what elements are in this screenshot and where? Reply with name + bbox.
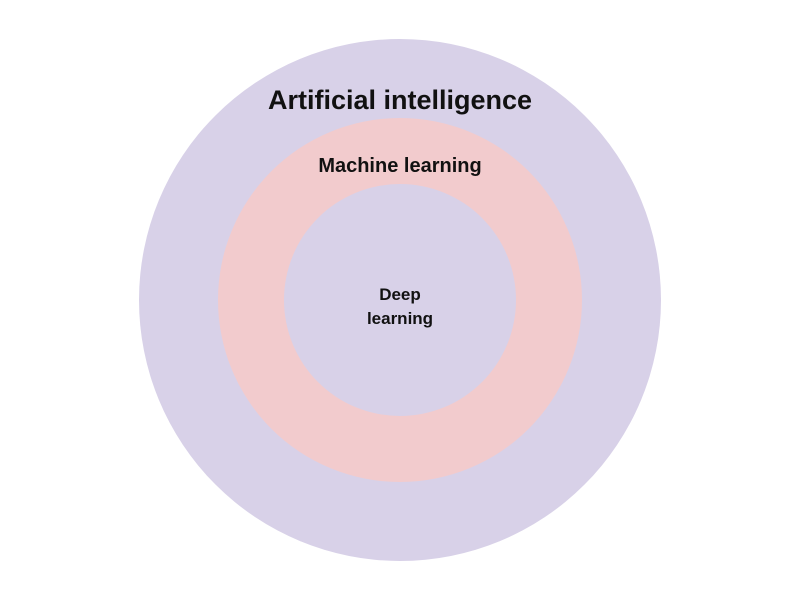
machine-learning-label: Machine learning <box>318 155 481 177</box>
deep-learning-label-line2: learning <box>367 309 433 328</box>
deep-learning-circle <box>284 184 516 416</box>
artificial-intelligence-label: Artificial intelligence <box>268 85 532 115</box>
deep-learning-label-line1: Deep <box>379 285 421 304</box>
